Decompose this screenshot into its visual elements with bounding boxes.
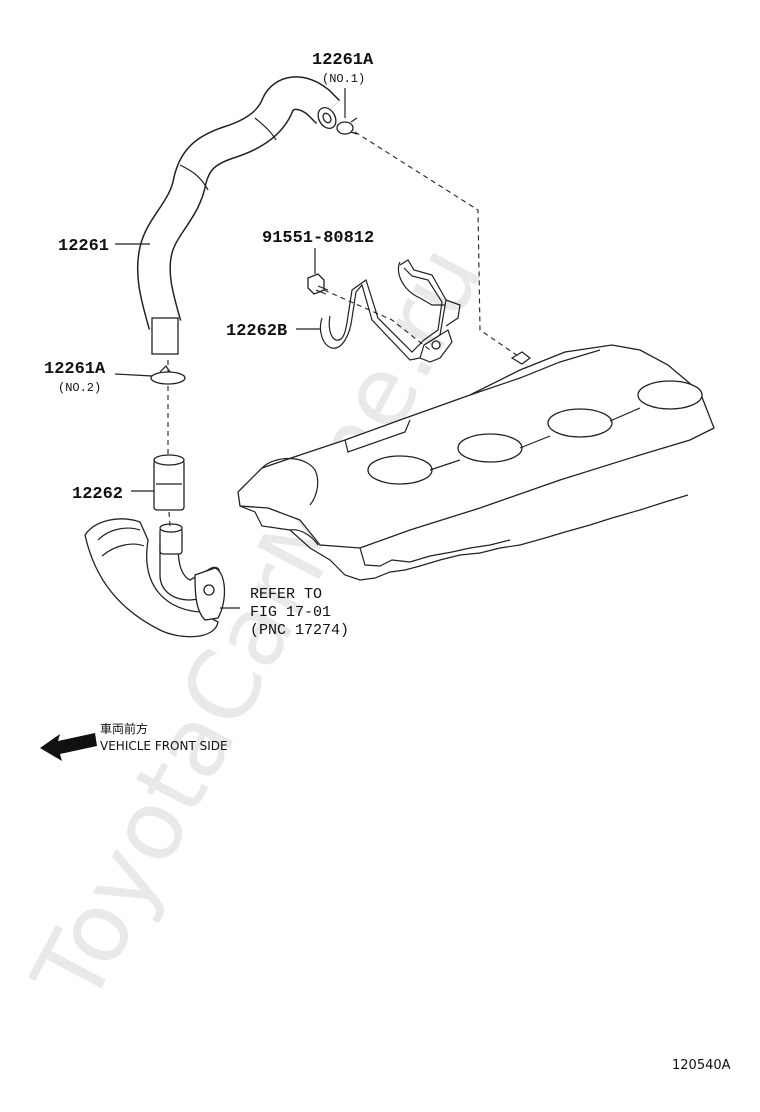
hose-bracket bbox=[319, 259, 461, 363]
clamp-no2 bbox=[150, 365, 186, 385]
label-clamp-no1-sub: (NO.1) bbox=[322, 72, 365, 86]
ventilation-hose bbox=[136, 76, 341, 355]
figure-code: 120540A bbox=[672, 1058, 731, 1073]
leader-lines bbox=[114, 88, 346, 609]
arrow-left-icon bbox=[40, 733, 97, 761]
direction-label-jp: 車両前方 bbox=[100, 721, 148, 736]
label-clamp-no2-sub: (NO.2) bbox=[58, 381, 101, 395]
refer-line-1: REFER TO bbox=[250, 586, 322, 603]
intake-elbow bbox=[84, 518, 226, 638]
refer-line-3: (PNC 17274) bbox=[250, 622, 349, 639]
direction-label-en: VEHICLE FRONT SIDE bbox=[100, 739, 228, 753]
label-clamp-no1: 12261A bbox=[312, 51, 374, 70]
refer-line-2: FIG 17-01 bbox=[250, 604, 331, 621]
label-clamp-no2: 12261A bbox=[44, 360, 106, 379]
label-bolt: 91551-80812 bbox=[262, 229, 374, 248]
label-hose: 12261 bbox=[58, 237, 109, 256]
bolt bbox=[307, 273, 329, 295]
label-bracket: 12262B bbox=[226, 322, 287, 341]
ventilation-pipe bbox=[153, 454, 185, 511]
engine-head-cover bbox=[237, 344, 715, 581]
assembly-dashed-lines bbox=[167, 131, 519, 527]
clamp-no1 bbox=[336, 117, 358, 135]
label-pipe: 12262 bbox=[72, 485, 123, 504]
